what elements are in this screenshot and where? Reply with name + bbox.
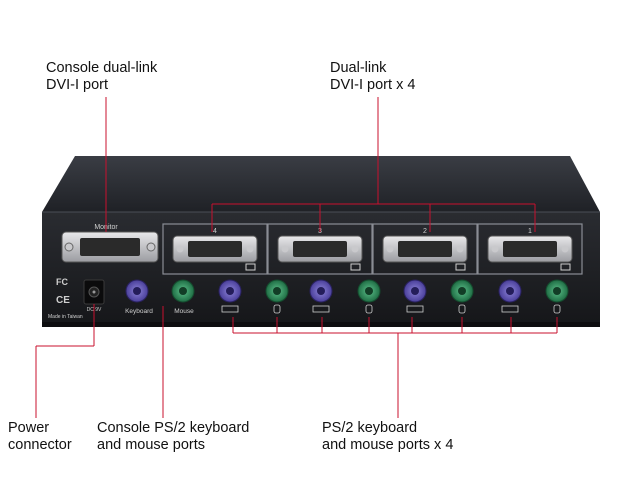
mouse-label: Mouse (174, 308, 194, 315)
console-ps2-callout-label: Console PS/2 keyboard and mouse ports (97, 420, 250, 453)
dvi-port-4 (172, 235, 258, 263)
dvi-port-1 (487, 235, 573, 263)
port-number-1: 1 (528, 228, 532, 235)
made-in-label: Made in Taiwan (48, 314, 83, 320)
callout-lines (35, 97, 558, 418)
ps2-ports-callout-label: PS/2 keyboard and mouse ports x 4 (322, 420, 454, 453)
channel-1-ps2-ports (498, 279, 569, 303)
fcc-mark: FC (56, 277, 68, 287)
port-number-4: 4 (213, 228, 217, 235)
keyboard-icon (221, 305, 519, 313)
console-dvi-port (61, 231, 159, 263)
console-dvi-callout-label: Console dual-link DVI-I port (46, 60, 158, 93)
monitor-icon (245, 263, 571, 271)
dvi-port-3 (277, 235, 363, 263)
channel-4-ps2-ports (218, 279, 289, 303)
port-bay-outlines (162, 223, 583, 275)
console-mouse-port (171, 279, 195, 303)
mouse-icon (273, 304, 561, 314)
power-jack (83, 279, 105, 305)
ce-mark: CE (56, 295, 70, 306)
power-connector-callout-label: Power connector (8, 420, 72, 453)
dvi-port-2 (382, 235, 468, 263)
console-keyboard-port (125, 279, 149, 303)
channel-2-ps2-ports (403, 279, 474, 303)
port-number-2: 2 (423, 228, 427, 235)
channel-3-ps2-ports (309, 279, 381, 303)
keyboard-label: Keyboard (125, 308, 153, 315)
dvi-ports-callout-label: Dual-link DVI-I port x 4 (330, 60, 416, 93)
